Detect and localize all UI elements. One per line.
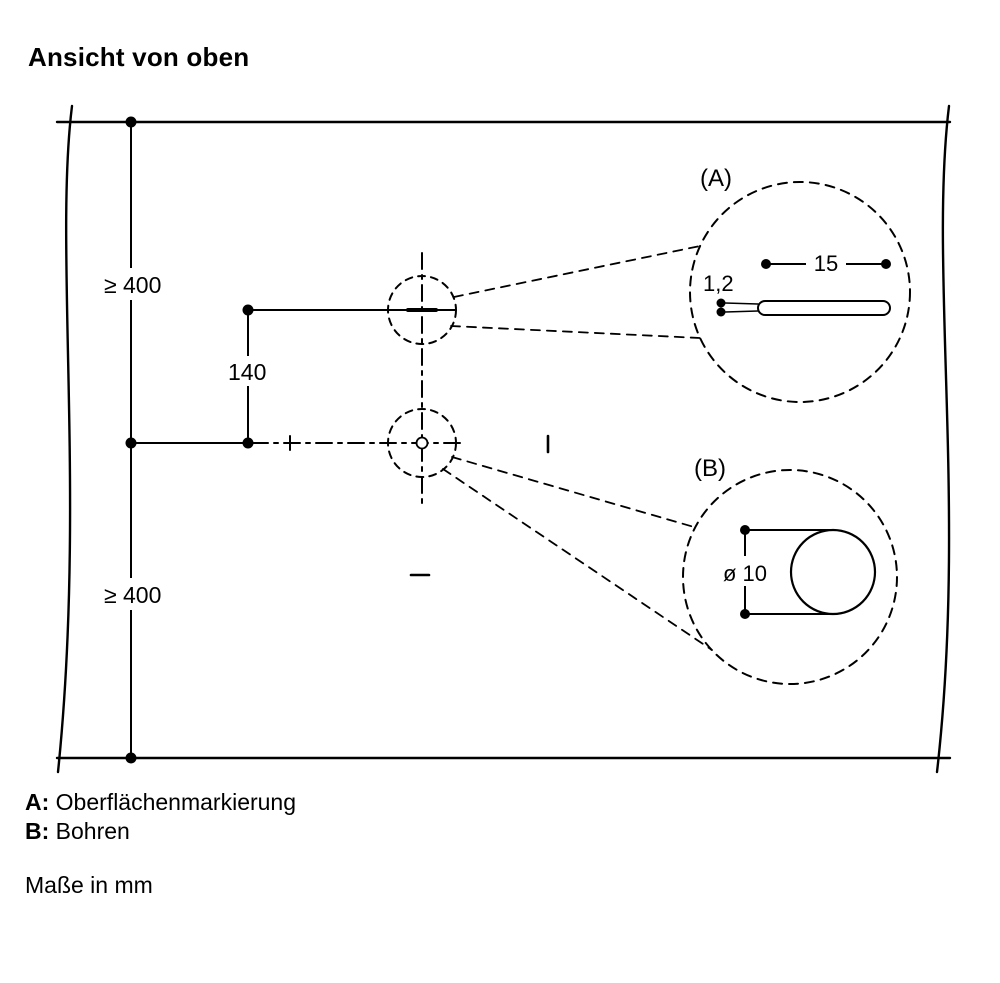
dim-top-text-bg	[100, 268, 176, 300]
dim15-dot-right	[881, 259, 891, 269]
dim10-text-bg	[714, 556, 776, 586]
detail-a-circle	[689, 181, 911, 403]
dim15-text: 15	[814, 251, 838, 276]
detail-b-label: (B)	[694, 455, 726, 482]
dot-140-bottom	[242, 437, 254, 449]
units-note: Maße in mm	[25, 872, 153, 898]
drill-hole-detail	[789, 528, 877, 616]
dim-bottom-text: ≥ 400	[104, 582, 161, 608]
page-title: Ansicht von oben	[28, 42, 250, 72]
dot-140-top	[242, 304, 254, 316]
legend-key-a: A:	[25, 789, 50, 815]
detail-a-leader-upper	[453, 245, 701, 298]
dim10-text: ø 10	[723, 561, 767, 586]
drill-hole-mark	[415, 436, 429, 450]
detail-b-circle	[682, 469, 898, 685]
detail-b-leader-lower	[442, 468, 713, 651]
dot-bottom-edge	[125, 752, 137, 764]
detail-a-label: (A)	[700, 165, 732, 192]
panel-left-break-edge	[56, 104, 74, 774]
legend: A: Oberflächenmarkierung B: Bohren	[25, 788, 296, 846]
legend-key-b: B:	[25, 818, 50, 844]
dim12-text: 1,2	[703, 271, 734, 296]
dim15-text-bg	[806, 248, 846, 274]
panel-right-break-edge	[935, 104, 951, 774]
dim12-dot-top	[716, 298, 726, 308]
detail-a-leader-lower	[450, 325, 701, 339]
dim-bottom-text-bg	[100, 578, 176, 610]
drill-position-circle	[387, 408, 457, 478]
dot-top-edge	[125, 116, 137, 128]
slot-shape	[757, 300, 891, 316]
dot-centerline-left	[125, 437, 137, 449]
detail-b-leader-upper	[451, 456, 695, 528]
legend-text-a: Oberflächenmarkierung	[55, 789, 297, 815]
dim10-dot-top	[740, 525, 750, 535]
dim-140-text: 140	[228, 359, 266, 385]
dim10-dot-bottom	[740, 609, 750, 619]
dim-140-text-bg	[224, 356, 278, 386]
marking-position-circle	[387, 275, 457, 345]
legend-item-b: B: Bohren	[25, 817, 296, 846]
legend-text-b: Bohren	[55, 818, 130, 844]
dim15-dot-left	[761, 259, 771, 269]
dim12-leader-top	[724, 302, 759, 305]
dim12-leader-bottom	[724, 310, 759, 313]
legend-item-a: A: Oberflächenmarkierung	[25, 788, 296, 817]
dim-top-text: ≥ 400	[104, 272, 161, 298]
dim12-dot-bottom	[716, 307, 726, 317]
